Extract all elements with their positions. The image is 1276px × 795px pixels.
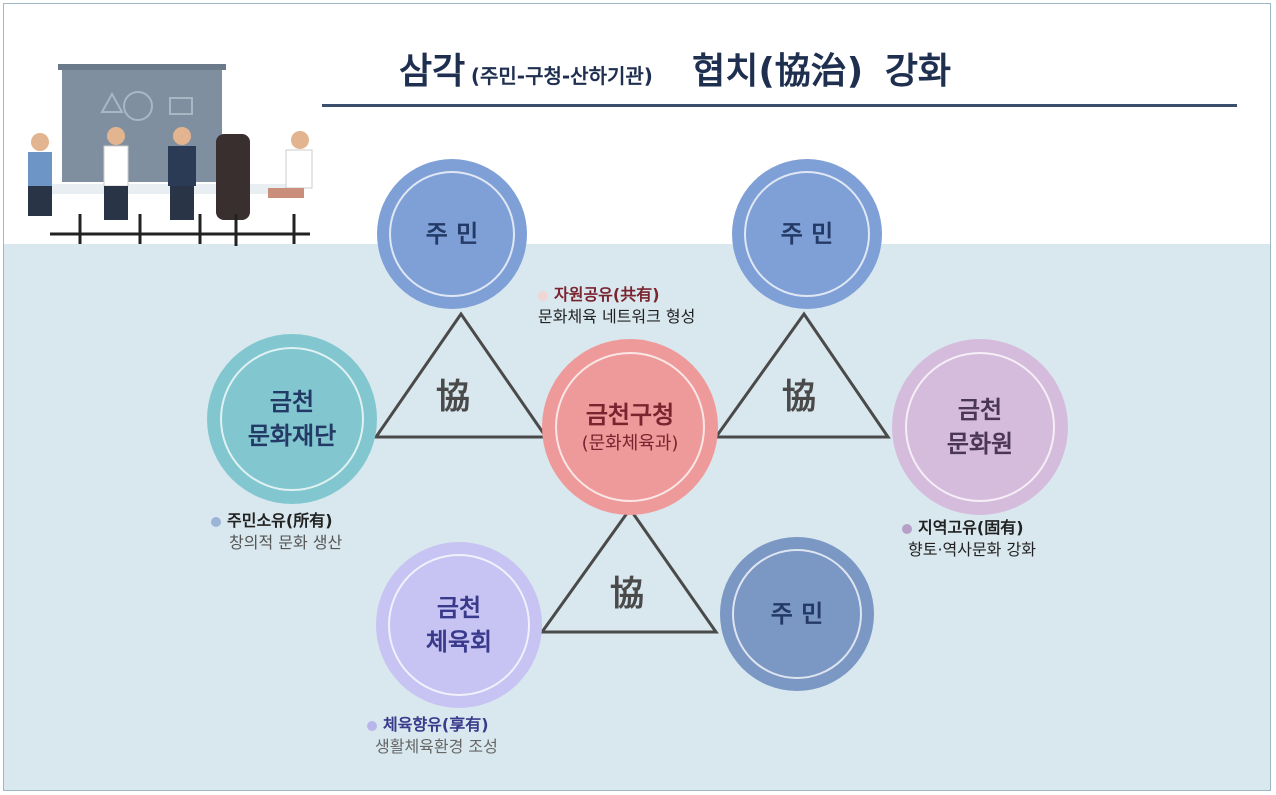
center-circle: 금천구청 (문화체육과) [542,339,718,515]
meeting-illustration [28,64,313,246]
title-part-2: (주민-구청-산하기관) [470,64,653,88]
note-culture-center: 지역고유(固有) 향토·역사문화 강화 [902,517,1036,561]
note-foundation-body: 창의적 문화 생산 [229,533,343,552]
note-foundation: 주민소유(所有) 창의적 문화 생산 [211,510,342,554]
sports-circle: 금천 체육회 [376,542,542,708]
title-part-3: 협치(協治) [692,51,864,92]
foundation-label: 금천 문화재단 [248,385,336,453]
sports-line-2: 체육회 [425,628,493,656]
note-sports: 체육향유(享有) 생활체육환경 조성 [367,714,498,758]
culture-center-line-1: 금천 [957,396,1003,424]
title-part-4: 강화 [884,51,952,92]
foundation-line-2: 문화재단 [247,422,337,450]
center-label: 금천구청 (문화체육과) [582,398,679,456]
title-underline [322,104,1237,107]
foundation-line-1: 금천 [269,388,315,416]
note-foundation-head: 주민소유(所有) [227,511,333,530]
triangle-right [713,311,891,439]
resident-label: 주 민 [425,220,479,248]
triangle-right-char: 協 [782,377,816,417]
triangle-bottom [539,506,719,634]
note-sports-body: 생활체육환경 조성 [375,737,498,756]
note-center-body: 문화체육 네트워크 형성 [538,307,696,326]
culture-center-circle: 금천 문화원 [892,339,1068,515]
page-title: 삼각 (주민-구청-산하기관) 협치(協治) 강화 [399,42,951,94]
title-part-1: 삼각 [399,51,466,92]
resident-circle-bottom-right: 주 민 [720,537,874,691]
triangles-layer [373,311,891,634]
center-line-2: (문화체육과) [581,433,679,454]
triangle-left-char: 協 [436,377,470,417]
resident-label: 주 민 [770,600,824,628]
center-line-1: 금천구청 [585,401,675,429]
note-center-head: 자원공유(共有) [554,285,660,304]
note-culture-center-body: 향토·역사문화 강화 [908,540,1036,559]
resident-circle-top-right: 주 민 [732,159,882,309]
triangle-left [373,311,549,439]
culture-center-label: 금천 문화원 [947,393,1013,461]
note-sports-head: 체육향유(享有) [383,715,489,734]
note-culture-center-head: 지역고유(固有) [918,518,1024,537]
resident-label: 주 민 [780,220,834,248]
sports-label: 금천 체육회 [426,591,492,659]
foundation-circle: 금천 문화재단 [207,334,377,504]
resident-circle-top-left: 주 민 [377,159,527,309]
culture-center-line-2: 문화원 [946,430,1014,458]
diagram-frame: 삼각 (주민-구청-산하기관) 협치(協治) 강화 [3,3,1271,791]
triangle-bottom-char: 協 [610,574,644,614]
note-center: 자원공유(共有) 문화체육 네트워크 형성 [538,284,695,328]
sports-line-1: 금천 [436,594,482,622]
